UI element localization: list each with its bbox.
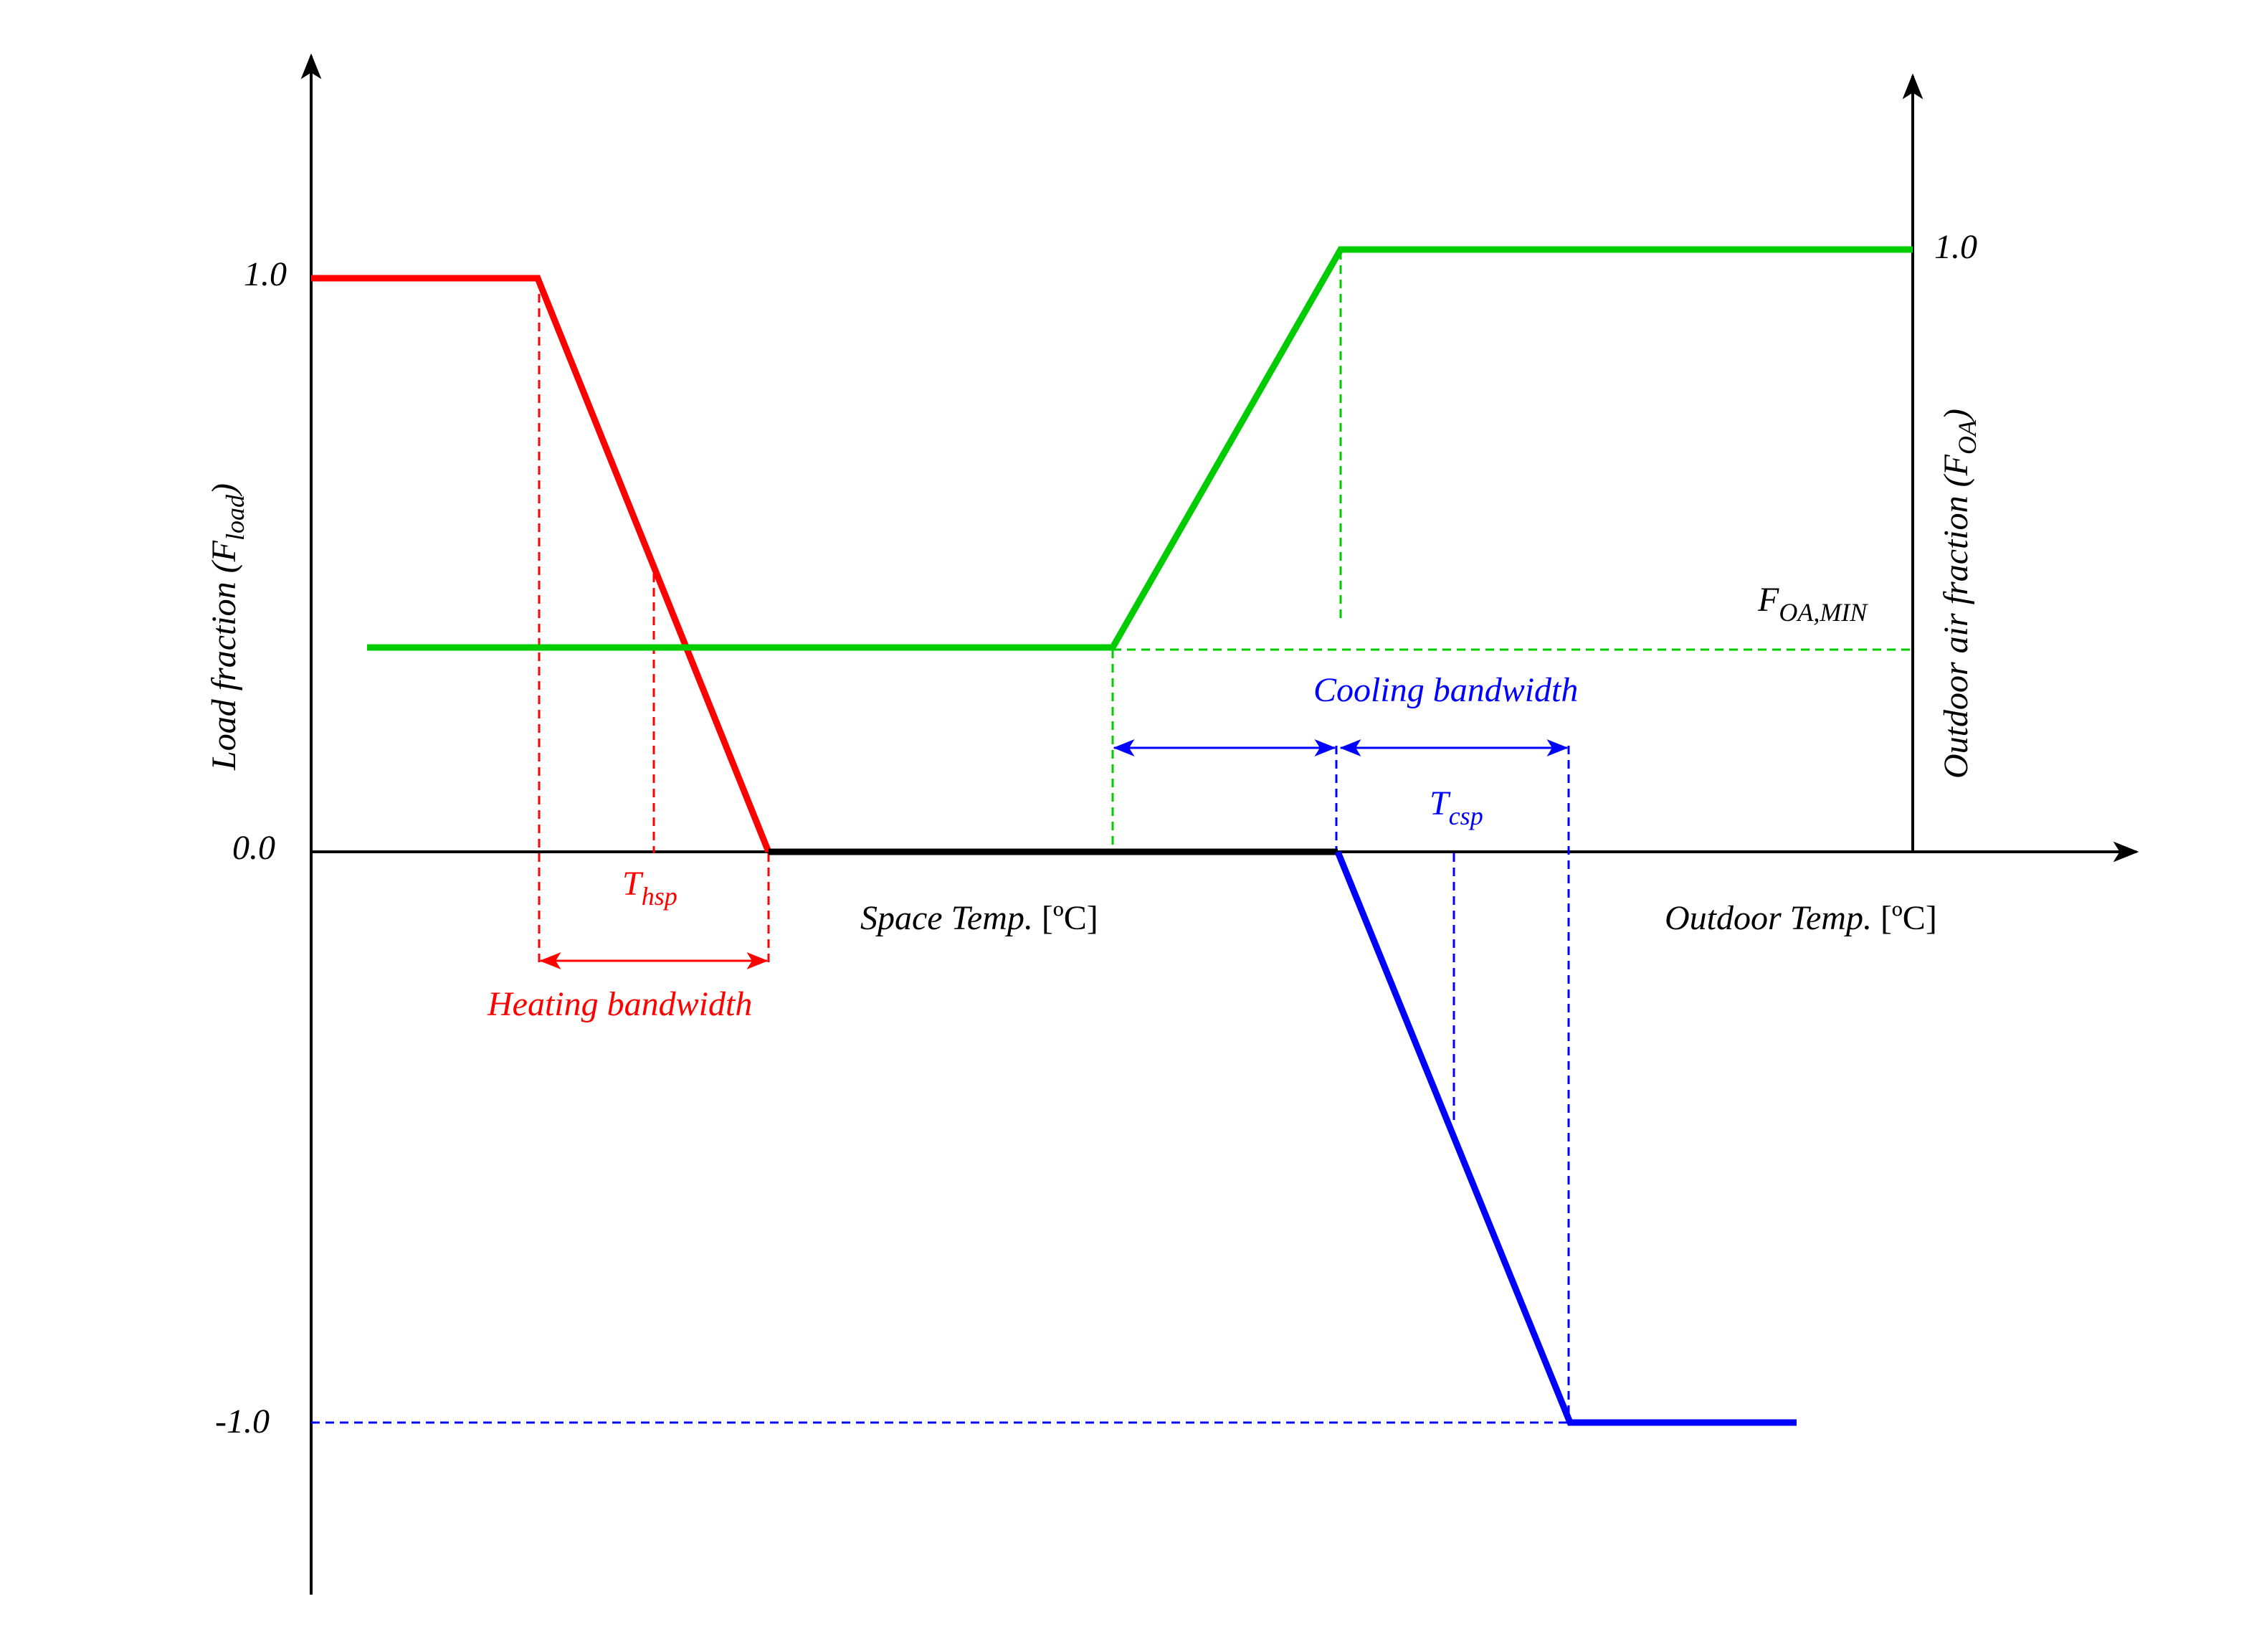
cooling-bandwidth-label: Cooling bandwidth [1313, 671, 1578, 709]
right-axis-label: Outdoor air fraction (FOA) [1937, 409, 1982, 779]
left-tick-zero: 0.0 [232, 829, 275, 867]
left-axis-label: Load fraction (Fload) [205, 483, 249, 771]
heating-bandwidth-label: Heating bandwidth [487, 985, 752, 1023]
outdoor-temp-label: Outdoor Temp.[ºC] [1665, 899, 1937, 937]
foa-min-label: FOA,MIN [1757, 581, 1868, 627]
cooling-setpoint-label: Tcsp [1430, 784, 1483, 830]
cooling-load-curve [1334, 850, 1797, 1426]
heating-load-curve [311, 275, 772, 853]
outdoor-air-fraction-curve [367, 246, 1913, 651]
right-tick-one: 1.0 [1934, 228, 1977, 266]
heating-setpoint-label: Thsp [622, 865, 677, 911]
space-temp-label: Space Temp.[ºC] [860, 899, 1098, 937]
left-tick-one: 1.0 [244, 255, 287, 293]
left-tick-minus-one: -1.0 [215, 1402, 270, 1440]
